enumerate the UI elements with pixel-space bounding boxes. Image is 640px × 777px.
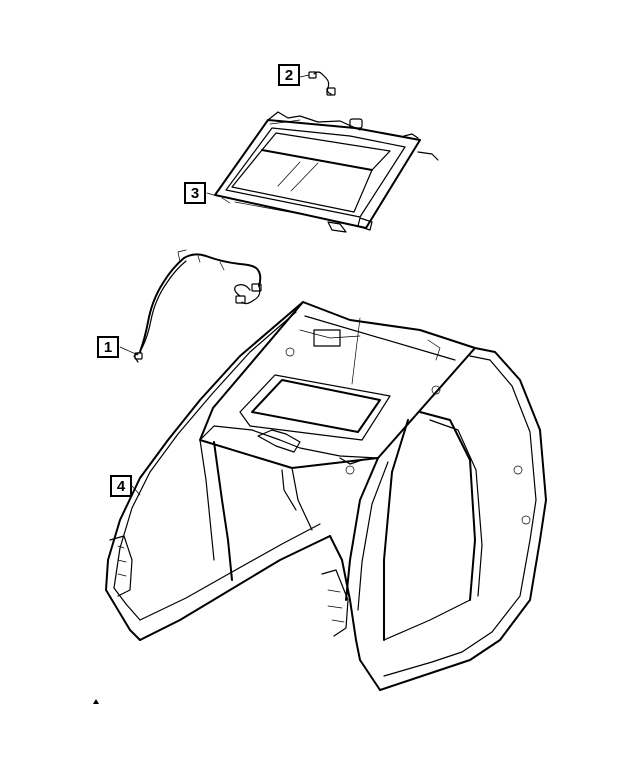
orientation-mark <box>93 699 99 704</box>
leader-lines <box>119 192 218 496</box>
callout-3[interactable]: 3 <box>184 182 206 204</box>
callout-4[interactable]: 4 <box>110 475 132 497</box>
body-shell-part[interactable] <box>105 301 547 691</box>
connector-jumper-part[interactable] <box>299 71 336 96</box>
sunroof-assembly-part[interactable] <box>214 111 439 233</box>
roof-wiring-harness-part[interactable] <box>133 249 262 363</box>
callout-2[interactable]: 2 <box>278 64 300 86</box>
callout-1[interactable]: 1 <box>97 336 119 358</box>
